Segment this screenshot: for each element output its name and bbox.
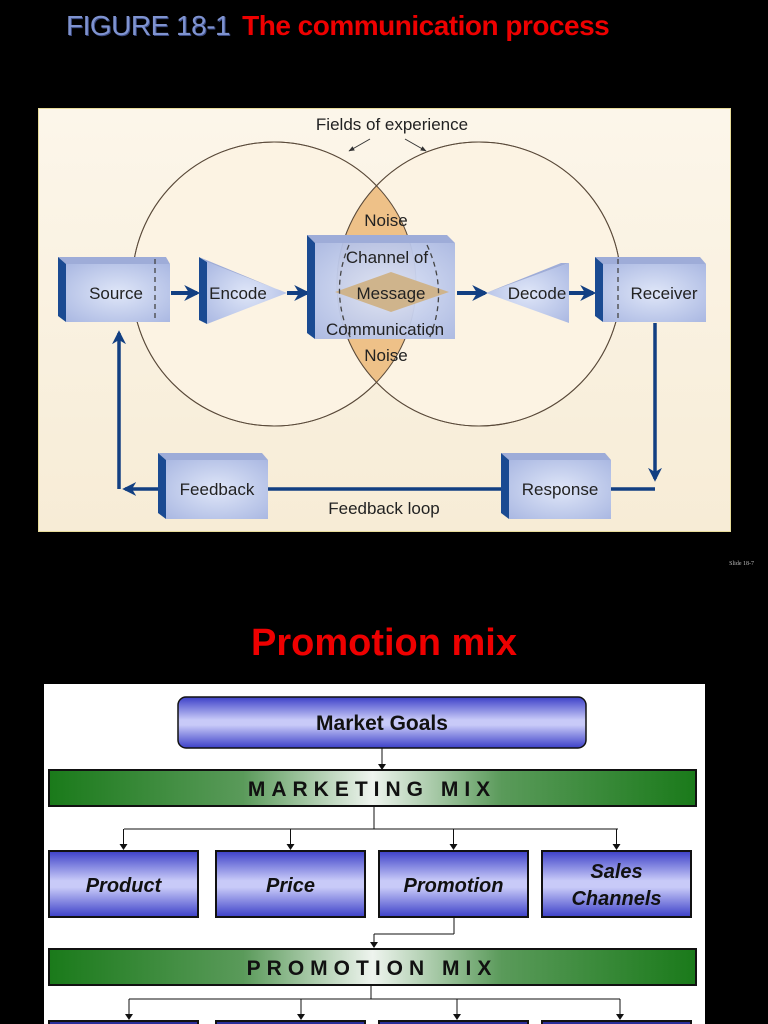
svg-text:Market Goals: Market Goals bbox=[316, 712, 448, 735]
figure-caption: The communication process bbox=[242, 10, 610, 41]
response-box: Response bbox=[501, 453, 611, 519]
svg-text:MARKETING MIX: MARKETING MIX bbox=[248, 778, 496, 801]
figure-title: FIGURE 18-1 The communication process bbox=[66, 10, 610, 42]
noise-bottom-label: Noise bbox=[364, 346, 407, 365]
fields-of-experience-label: Fields of experience bbox=[316, 115, 468, 134]
promotion-mix-item-box bbox=[48, 1020, 199, 1024]
marketing-mix-item-label: Channels bbox=[571, 888, 661, 910]
encode-stage: Encode bbox=[199, 257, 287, 324]
slide-number: Slide 18-7 bbox=[729, 561, 754, 567]
svg-text:Source: Source bbox=[89, 284, 143, 303]
marketing-mix-bar: MARKETING MIX bbox=[48, 769, 697, 807]
svg-text:PROMOTION MIX: PROMOTION MIX bbox=[247, 957, 498, 980]
svg-text:Communication: Communication bbox=[326, 320, 444, 339]
promotion-mix-item-box bbox=[215, 1020, 366, 1024]
marketing-mix-item-promotion: Promotion bbox=[378, 850, 529, 918]
marketing-mix-item-label: Price bbox=[266, 875, 315, 897]
marketing-mix-item-price: Price bbox=[215, 850, 366, 918]
marketing-mix-item-label: Promotion bbox=[404, 875, 504, 897]
noise-top-label: Noise bbox=[364, 211, 407, 230]
svg-text:Channel of: Channel of bbox=[346, 248, 429, 267]
marketing-mix-item-label: Sales bbox=[590, 861, 642, 883]
message-diamond bbox=[335, 272, 449, 312]
svg-text:Decode: Decode bbox=[508, 284, 567, 303]
marketing-mix-item-product: Product bbox=[48, 850, 199, 918]
market-goals-box: Market Goals bbox=[177, 696, 587, 749]
svg-text:Response: Response bbox=[522, 480, 599, 499]
promotion-mix-title: Promotion mix bbox=[250, 622, 518, 664]
source-box: Source bbox=[58, 257, 170, 322]
channel-box: Channel of Message Communication bbox=[307, 235, 455, 339]
decode-stage: Decode bbox=[486, 263, 569, 323]
svg-text:Message: Message bbox=[357, 284, 426, 303]
marketing-mix-item-label: Product bbox=[86, 875, 163, 897]
promotion-mix-item-box bbox=[378, 1020, 529, 1024]
figure-number: FIGURE 18-1 bbox=[66, 10, 231, 41]
svg-text:Feedback: Feedback bbox=[180, 480, 255, 499]
feedback-loop-label: Feedback loop bbox=[328, 499, 440, 518]
receiver-box: Receiver bbox=[595, 257, 706, 322]
feedback-box: Feedback bbox=[158, 453, 268, 519]
svg-text:Encode: Encode bbox=[209, 284, 267, 303]
communication-process-diagram: Fields of experience Source Encode Cha bbox=[38, 108, 731, 532]
promotion-mix-bar: PROMOTION MIX bbox=[48, 948, 697, 986]
promotion-mix-item-box bbox=[541, 1020, 692, 1024]
svg-text:Receiver: Receiver bbox=[630, 284, 697, 303]
